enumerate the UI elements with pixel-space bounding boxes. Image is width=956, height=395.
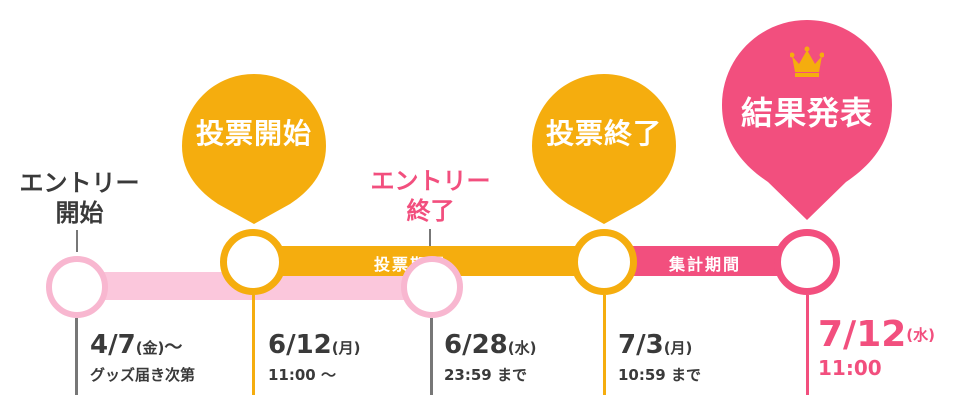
vote-end-pin-label: 投票終了 [545,117,662,150]
vote-start-pin-label: 投票開始 [195,117,312,150]
date-sub: 11:00 ～ [268,366,336,384]
date-block-vote-start: 6/12(月) 11:00 ～ [268,330,361,387]
date-dow: (月) [331,339,361,357]
vote-start-pin: 投票開始 [182,74,326,224]
entry-start-label: エントリー 開始 [12,168,147,228]
date-line-3 [430,318,433,395]
date-value: 6/28 [444,330,508,360]
date-value: 7/12 [818,314,907,355]
result-pin: 結果発表 [722,20,892,220]
entry-end-label-line1: エントリー [370,167,491,195]
date-sub: グッズ届き次第 [90,366,196,384]
date-dow: (金) [135,339,165,357]
date-line-1 [75,318,78,395]
date-sub: 23:59 まで [444,366,527,384]
entry-end-label-line2: 終了 [406,197,455,225]
date-dow: (月) [663,339,693,357]
entry-end-label: エントリー 終了 [363,166,498,226]
entry-end-tick [429,229,431,249]
date-dow: (水) [906,326,936,344]
result-pin-label: 結果発表 [740,94,873,132]
entry-start-tick [76,230,78,252]
result-ring [774,229,840,295]
tally-period-label: 集計期間 [668,255,741,274]
date-value: 6/12 [268,330,332,360]
date-sub: 11:00 [818,356,882,380]
date-line-4 [603,295,606,395]
date-block-result: 7/12(水) 11:00 [818,314,935,380]
date-suffix: ～ [164,337,183,358]
vote-end-ring [571,229,637,295]
date-line-5 [806,295,809,395]
vote-end-pin: 投票終了 [532,74,676,224]
entry-start-label-line1: エントリー [19,169,140,197]
vote-start-ring [220,229,286,295]
date-line-2 [252,295,255,395]
entry-start-label-line2: 開始 [55,199,104,227]
entry-end-ring [401,256,463,318]
date-value: 4/7 [90,330,136,360]
date-block-vote-end: 7/3(月) 10:59 まで [618,330,701,387]
entry-start-ring [46,256,108,318]
tally-period-bar [603,246,808,276]
date-block-entry-start: 4/7(金)～ グッズ届き次第 [90,330,195,387]
date-value: 7/3 [618,330,664,360]
crown-icon [790,46,824,78]
date-block-entry-end: 6/28(水) 23:59 まで [444,330,537,387]
date-dow: (水) [507,339,537,357]
date-sub: 10:59 まで [618,366,701,384]
